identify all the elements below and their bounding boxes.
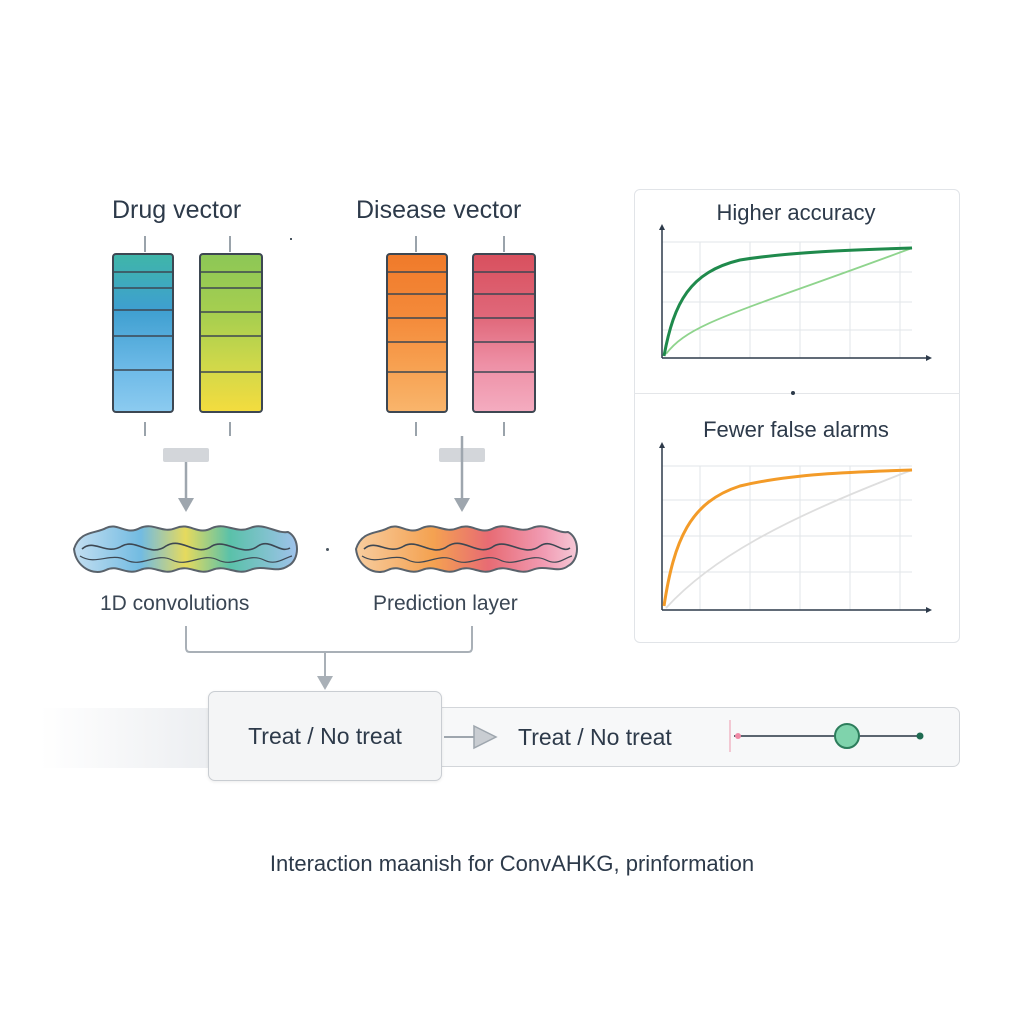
accuracy-baseline-curve — [665, 247, 913, 355]
stray-dot — [290, 238, 292, 240]
drug-down-arrow — [163, 448, 209, 512]
drug-vector-title: Drug vector — [112, 196, 242, 224]
figure-caption: Interaction maanish for ConvAHKG, prinfo… — [269, 851, 755, 876]
disease-embedding-wave — [354, 525, 578, 573]
decision-box: Treat / No treat — [208, 691, 442, 781]
alarms-main-curve — [662, 468, 913, 607]
output-slider[interactable] — [724, 712, 934, 760]
alarms-chart — [659, 442, 932, 613]
input-fade-band — [40, 708, 212, 768]
drug-vector-column-2 — [199, 236, 263, 436]
stray-dot-2 — [326, 548, 329, 551]
output-label: Treat / No treat — [518, 724, 672, 750]
alarms-baseline-curve — [665, 469, 913, 609]
alarms-chart-title: Fewer false alarms — [703, 417, 889, 442]
disease-vector-column-1 — [386, 236, 448, 436]
drug-sublabel: 1D convolutions — [100, 592, 250, 615]
drug-vector-column-1 — [112, 236, 174, 436]
disease-vector-title: Disease vector — [356, 196, 522, 224]
slider-end-dot — [916, 732, 924, 740]
disease-down-arrow — [439, 436, 485, 512]
charts-panel — [634, 189, 960, 643]
disease-sublabel: Prediction layer — [373, 592, 518, 615]
slider-start-dot — [735, 733, 741, 739]
accuracy-chart — [659, 224, 932, 361]
drug-embedding-wave — [72, 525, 298, 573]
charts-divider — [634, 393, 960, 394]
merge-connector — [185, 626, 473, 690]
accuracy-main-curve — [662, 246, 913, 357]
divider-dot — [791, 391, 795, 395]
disease-vector-column-2 — [472, 236, 536, 436]
slider-knob[interactable] — [834, 723, 860, 749]
decision-arrow — [444, 724, 498, 750]
accuracy-chart-title: Higher accuracy — [716, 200, 876, 225]
